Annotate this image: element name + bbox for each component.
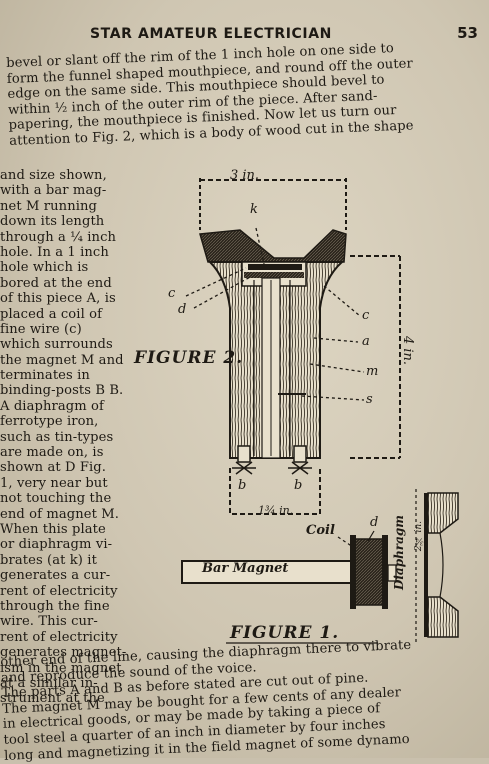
left-column-line: fine wire (c) — [0, 321, 82, 337]
figure-1-drawing — [181, 489, 459, 645]
left-column-line: ism in the magnet — [0, 660, 122, 676]
dim-side-label: 4 in. — [400, 336, 415, 366]
left-column-line: When this plate — [0, 521, 106, 537]
left-column-line: through the fine — [0, 598, 110, 614]
label-b-left: b — [238, 478, 247, 493]
left-column-line: the magnet M and — [0, 352, 124, 368]
left-column-line: not touching the — [0, 491, 112, 507]
running-title: STAR AMATEUR ELECTRICIAN — [90, 26, 332, 42]
left-column-line: through a ¼ inch — [0, 229, 117, 245]
left-column-line: generates magnet- — [0, 645, 127, 661]
diaphragm-label: Diaphragm — [392, 515, 406, 591]
left-column-line: end of magnet M. — [0, 506, 119, 522]
coil-label: Coil — [306, 523, 335, 538]
left-column-line: rent of electricity — [0, 583, 118, 599]
bottom-paragraph: other end of the line, causing the diaph… — [0, 635, 489, 764]
left-column-line: such as tin-types — [0, 429, 114, 445]
left-column-line: binding-posts B B. — [0, 383, 124, 399]
label-b-right: b — [294, 478, 303, 493]
label-c-right: c — [362, 308, 370, 323]
left-column-line: bored at the end — [0, 275, 112, 291]
figure-2-caption: FIGURE 2. — [134, 348, 244, 368]
figure-2: 3 in. 4 in. 1¾ in. k c d c a m s b b FIG… — [134, 168, 418, 520]
left-column-line: terminates in — [0, 368, 90, 384]
left-column-line: ferrotype iron, — [0, 414, 99, 430]
label-a: a — [362, 334, 370, 349]
left-column-line: strument at the — [0, 691, 105, 707]
coil-letter-label: d — [370, 515, 379, 530]
left-column-line: rent of electricity — [0, 629, 118, 645]
label-k: k — [250, 202, 258, 217]
top-paragraph: bevel or slant off the rim of the 1 inch… — [6, 38, 487, 150]
left-column-line: of this piece A, is — [0, 291, 116, 307]
bar-magnet-label: Bar Magnet — [202, 561, 289, 576]
left-column-line: wire. This cur- — [0, 614, 98, 630]
left-column-line: net M running — [0, 198, 98, 214]
left-column-line: at a similar in- — [0, 675, 98, 691]
left-column-line: which surrounds — [0, 337, 113, 353]
left-column-line: hole which is — [0, 260, 89, 276]
left-column-line: placed a coil of — [0, 306, 103, 322]
figure-1: Coil d Bar Magnet Diaphragm 2¾ in. FIGUR… — [178, 485, 468, 660]
left-column-line: 1, very near but — [0, 475, 108, 491]
left-column-text: and size shown,with a bar mag-net M runn… — [0, 168, 132, 707]
left-column-line: brates (at k) it — [0, 552, 97, 568]
dim-bottom-label: 1¾ in. — [258, 504, 294, 517]
left-column-line: and size shown, — [0, 168, 107, 183]
page-header: STAR AMATEUR ELECTRICIAN 53 — [88, 24, 478, 48]
label-m: m — [366, 364, 379, 379]
left-column-line: generates a cur- — [0, 568, 111, 584]
figure-1-caption: FIGURE 1. — [230, 623, 340, 643]
label-s: s — [366, 392, 373, 407]
label-c-left: c — [168, 286, 176, 301]
diaphragm-dim-label: 2¾ in. — [414, 521, 424, 552]
dim-top-label: 3 in. — [230, 168, 260, 183]
left-column-line: hole. In a 1 inch — [0, 244, 109, 260]
left-column-line: A diaphragm of — [0, 398, 104, 414]
left-column-line: are made on, is — [0, 445, 104, 461]
left-column-line: shown at D Fig. — [0, 460, 107, 476]
left-column-line: with a bar mag- — [0, 183, 107, 199]
figure-2-drawing — [185, 178, 401, 515]
page-number: 53 — [457, 24, 478, 42]
left-column-line: or diaphragm vi- — [0, 537, 113, 553]
label-d: d — [178, 302, 187, 317]
left-column-line: down its length — [0, 214, 105, 230]
